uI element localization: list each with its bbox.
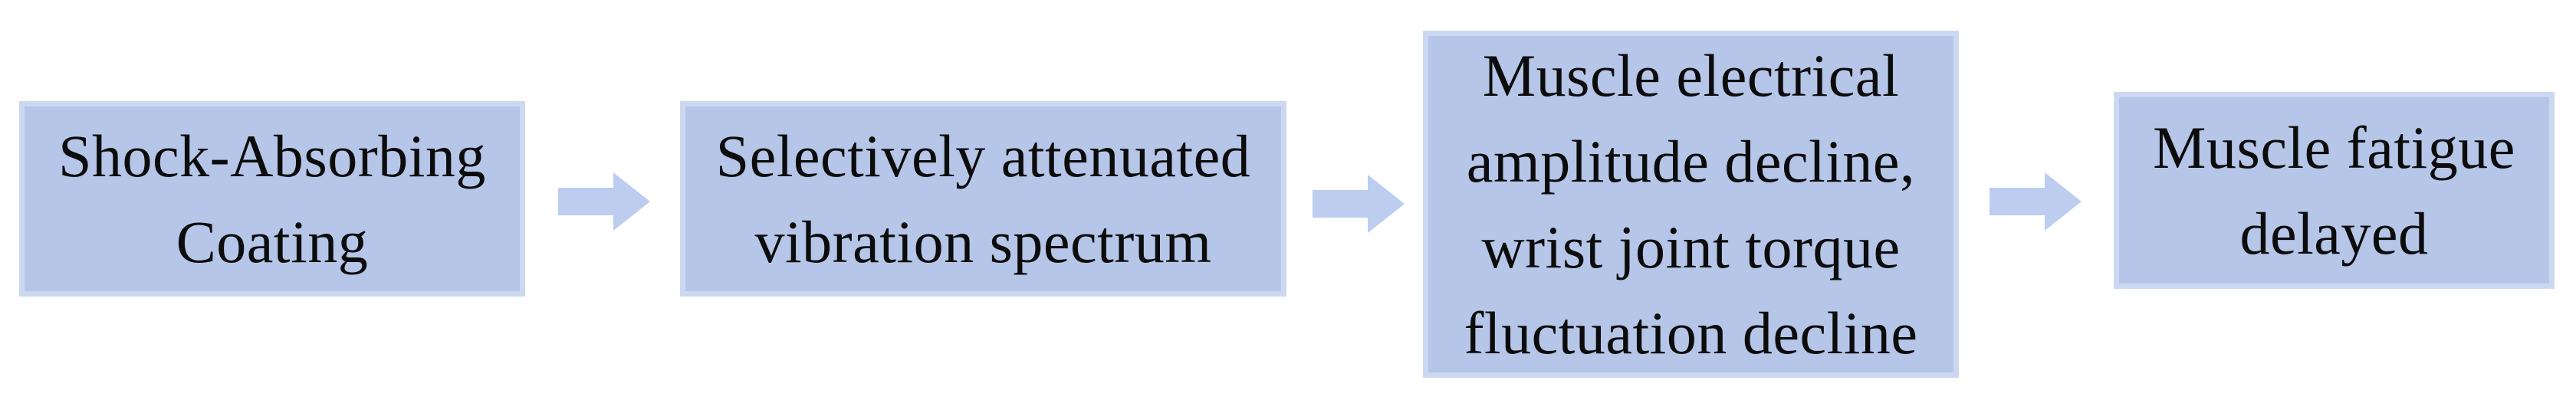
arrow-right-icon [1990, 172, 2083, 231]
arrow-right-shape [558, 172, 650, 231]
flow-node-attenuated-vibration-spectrum: Selectively attenuated vibration spectru… [680, 101, 1286, 297]
flow-node-label: Muscle electrical amplitude decline, wri… [1464, 41, 1918, 366]
flow-node-muscle-electrical-decline: Muscle electrical amplitude decline, wri… [1423, 31, 1959, 378]
flow-node-label: Muscle fatigue delayed [2153, 113, 2515, 267]
flow-node-muscle-fatigue-delayed: Muscle fatigue delayed [2114, 92, 2555, 289]
arrow-right-icon [1313, 174, 1406, 234]
flow-node-shock-absorbing-coating: Shock-Absorbing Coating [19, 101, 525, 297]
arrow-right-shape [1990, 172, 2082, 231]
arrow-right-shape [1313, 175, 1405, 233]
flow-node-label: Shock-Absorbing Coating [58, 122, 486, 275]
arrow-right-icon [558, 172, 652, 231]
flow-node-label: Selectively attenuated vibration spectru… [715, 122, 1251, 275]
